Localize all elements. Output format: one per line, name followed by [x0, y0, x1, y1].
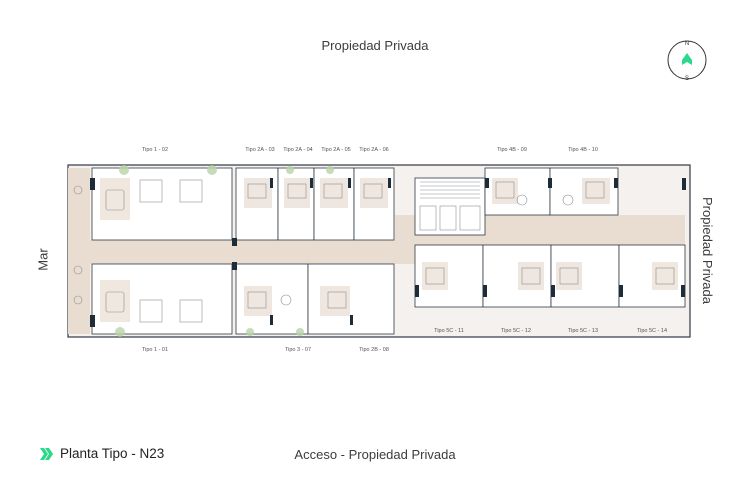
- unit-label-tipo-5c-11: Tipo 5C - 11: [434, 328, 464, 334]
- unit-label-tipo-5c-12: Tipo 5C - 12: [500, 328, 532, 334]
- plan-title: Planta Tipo - N23: [40, 446, 164, 461]
- unit-label-tipo-1-01: Tipo 1 - 01: [141, 347, 169, 353]
- planters: [115, 165, 334, 337]
- core: [414, 177, 486, 236]
- unit-label-tipo-4b-10: Tipo 4B - 10: [568, 147, 598, 153]
- compass-north-label: N: [685, 41, 689, 47]
- unit-label-tipo-2a-05: Tipo 2A - 05: [321, 147, 351, 153]
- compass-south-label: S: [685, 76, 689, 82]
- terrace-west: [68, 168, 90, 334]
- plan-title-text: Planta Tipo - N23: [60, 446, 165, 461]
- top-boundary-label: Propiedad Privada: [321, 38, 429, 53]
- unit-label-tipo-1-02: Tipo 1 - 02: [141, 147, 169, 153]
- unit-label-tipo-5c-14: Tipo 5C - 14: [636, 328, 668, 334]
- double-chevron-icon: [40, 447, 53, 460]
- unit-label-tipo-2a-06: Tipo 2A - 06: [359, 147, 389, 153]
- north-compass: N S: [665, 38, 709, 82]
- unit-label-tipo-2b-08: Tipo 2B - 08: [359, 347, 389, 353]
- corridor: [90, 240, 415, 264]
- bottom-boundary-label: Acceso - Propiedad Privada: [294, 447, 456, 462]
- interior-details: [73, 179, 675, 323]
- unit-label-tipo-3-07: Tipo 3 - 07: [284, 347, 312, 353]
- unit-floor-fills: [100, 178, 678, 322]
- unit-label-tipo-4b-09: Tipo 4B - 09: [497, 147, 527, 153]
- structural-columns: [90, 178, 686, 327]
- unit-label-tipo-5c-13: Tipo 5C - 13: [567, 328, 599, 334]
- compass-arrow-icon: [682, 53, 692, 65]
- unit-label-tipo-2a-04: Tipo 2A - 04: [283, 147, 313, 153]
- unit-label-tipo-2a-03: Tipo 2A - 03: [245, 147, 275, 153]
- core-details: [419, 181, 481, 231]
